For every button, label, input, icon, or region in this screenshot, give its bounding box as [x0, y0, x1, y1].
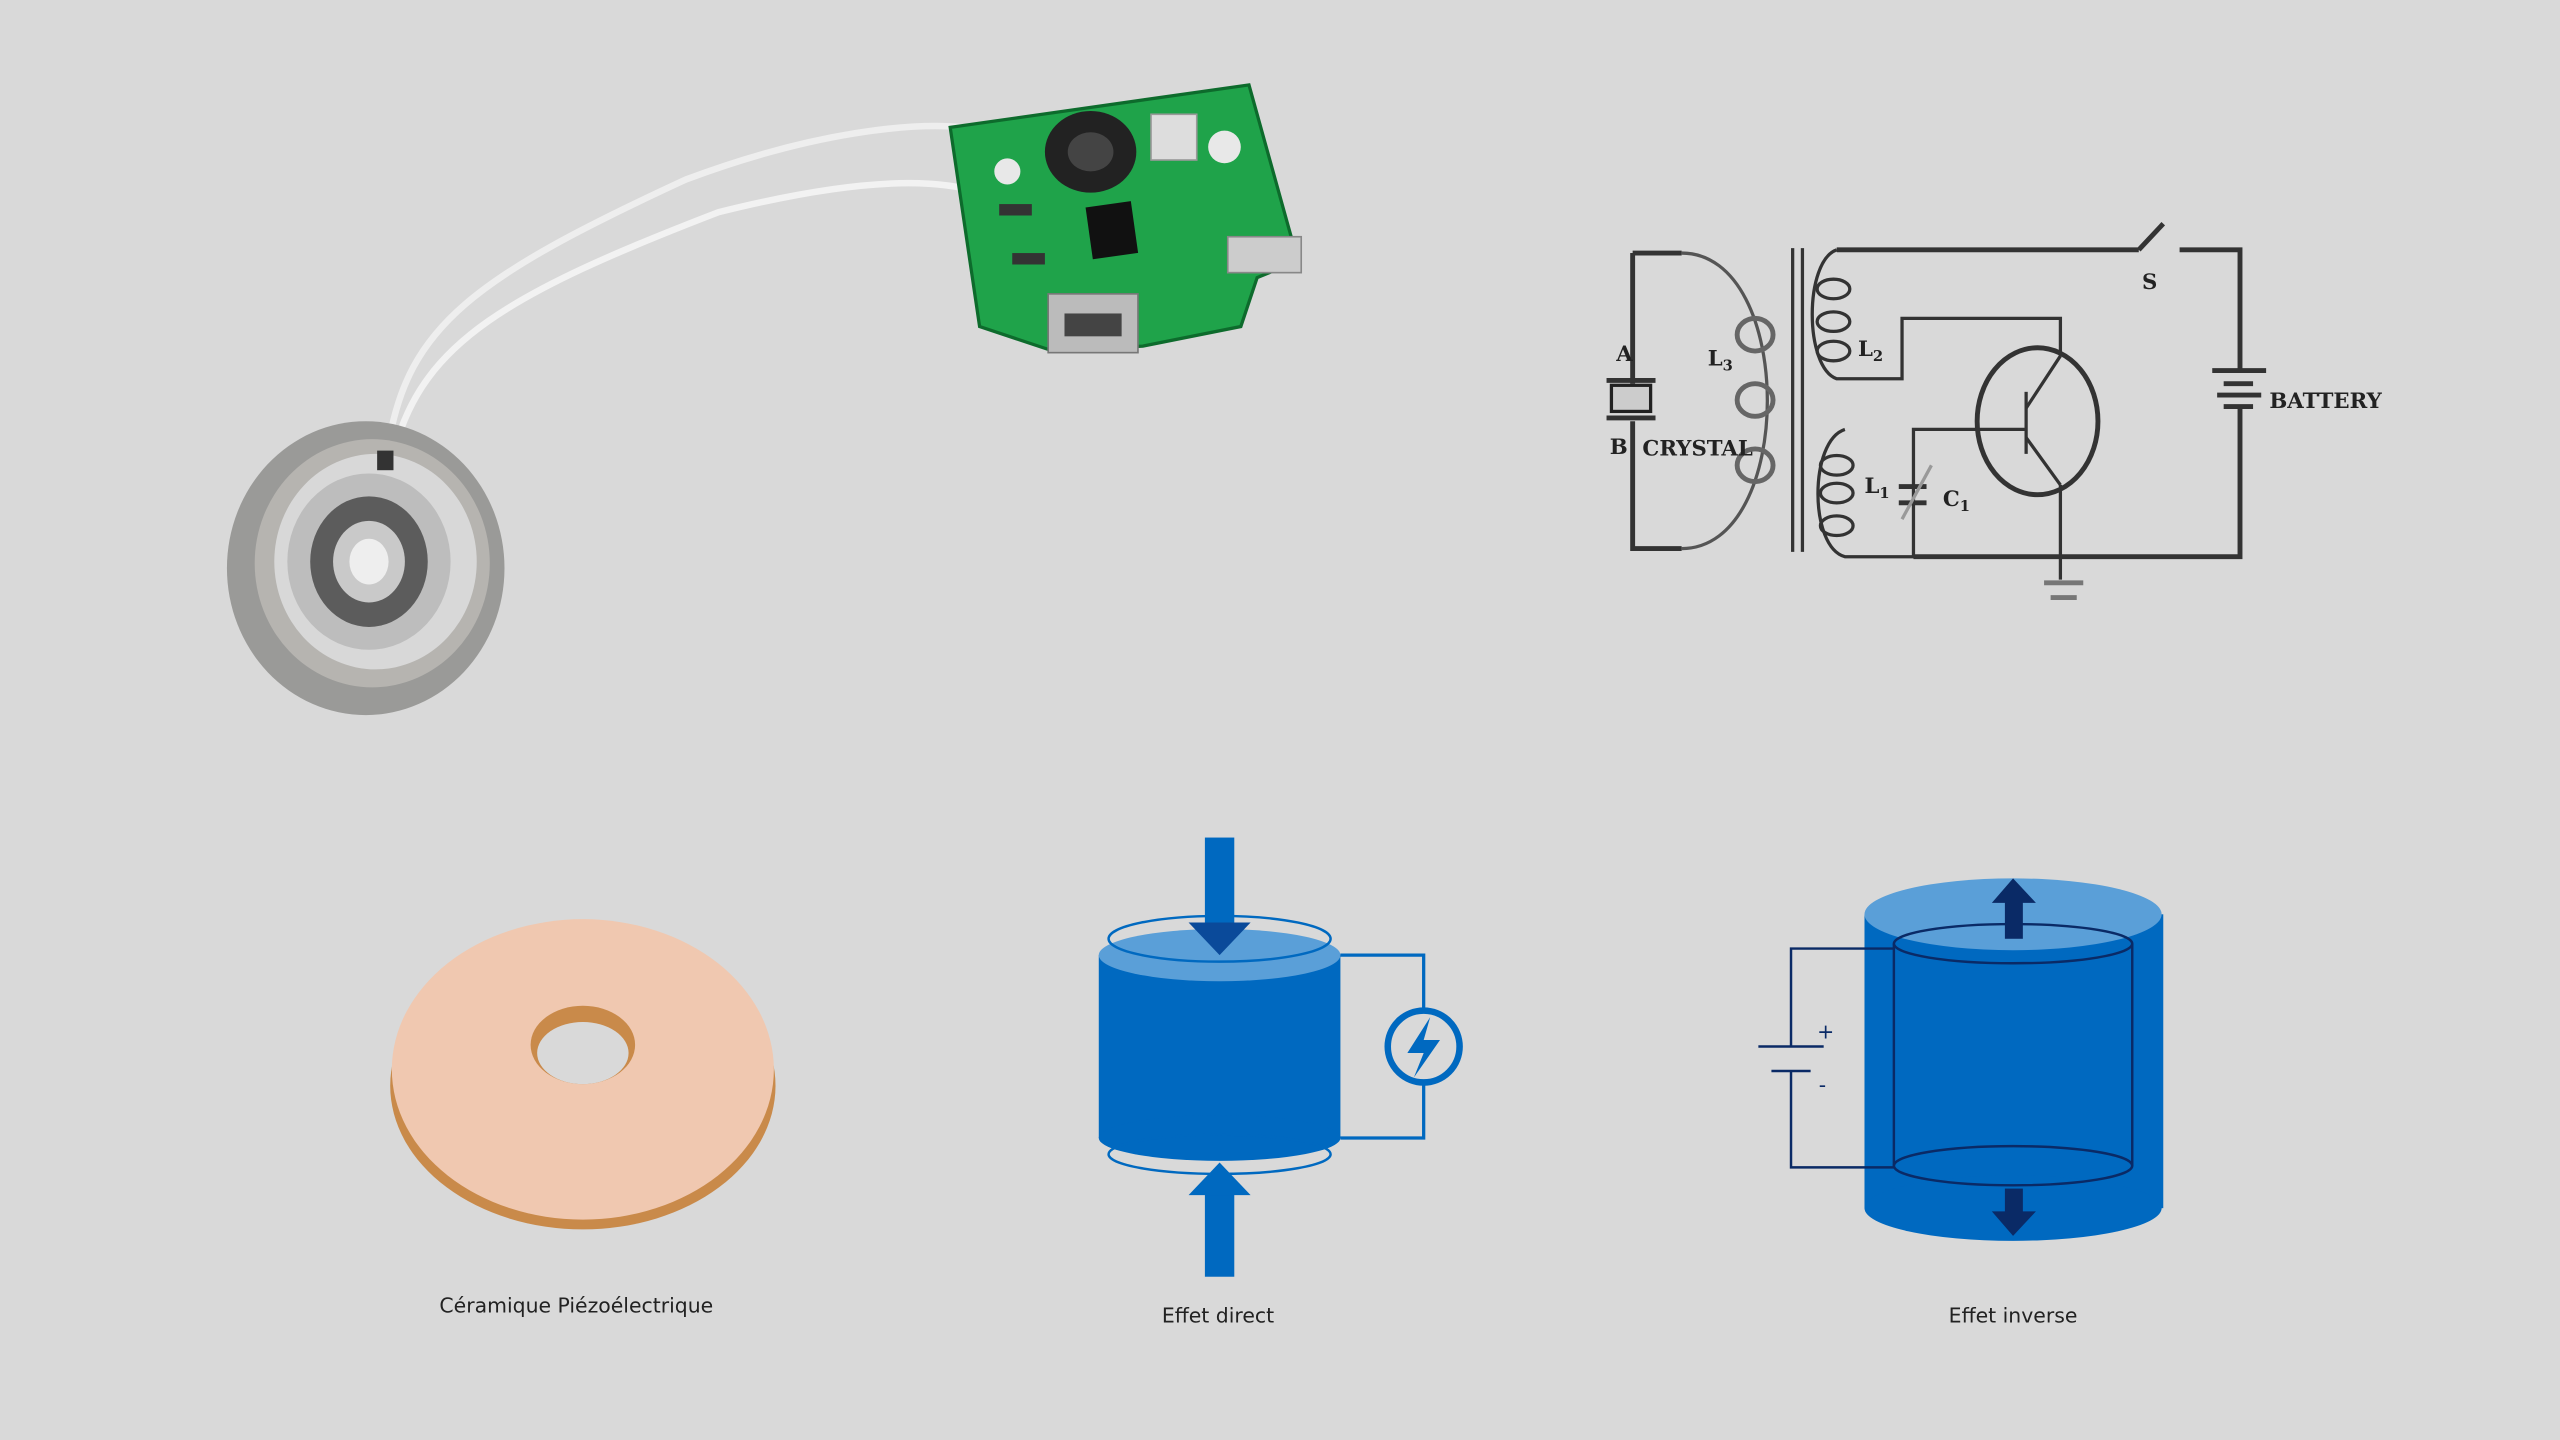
piezo-module-photo — [226, 83, 1303, 716]
crystal-label: CRYSTAL — [1642, 437, 1752, 462]
lightning-icon — [1407, 1017, 1440, 1078]
ceramic-ring-photo — [390, 919, 776, 1230]
l2-label: L2 — [1858, 337, 1883, 365]
terminal-a-label: A — [1615, 342, 1633, 367]
plus-sign: + — [1817, 1019, 1834, 1043]
c1-label: C1 — [1943, 487, 1970, 515]
l1-label: L1 — [1864, 474, 1889, 502]
arrow-up-icon — [1204, 1191, 1235, 1277]
arrow-down-icon — [1204, 837, 1235, 928]
direct-effect-diagram — [1098, 837, 1463, 1277]
caption-inverse: Effet inverse — [1949, 1303, 2078, 1327]
l3-label: L3 — [1708, 347, 1733, 375]
oscillator-circuit-diagram — [1606, 221, 2267, 600]
caption-ceramic: Céramique Piézoélectrique — [439, 1294, 713, 1318]
terminal-b-label: B — [1610, 435, 1628, 460]
switch-label: S — [2142, 270, 2157, 295]
minus-sign: - — [1819, 1073, 1826, 1097]
arrow-up-icon — [2004, 897, 2023, 939]
inverse-effect-diagram — [1758, 878, 2164, 1241]
caption-direct: Effet direct — [1162, 1303, 1274, 1327]
battery-label: BATTERY — [2269, 389, 2382, 414]
